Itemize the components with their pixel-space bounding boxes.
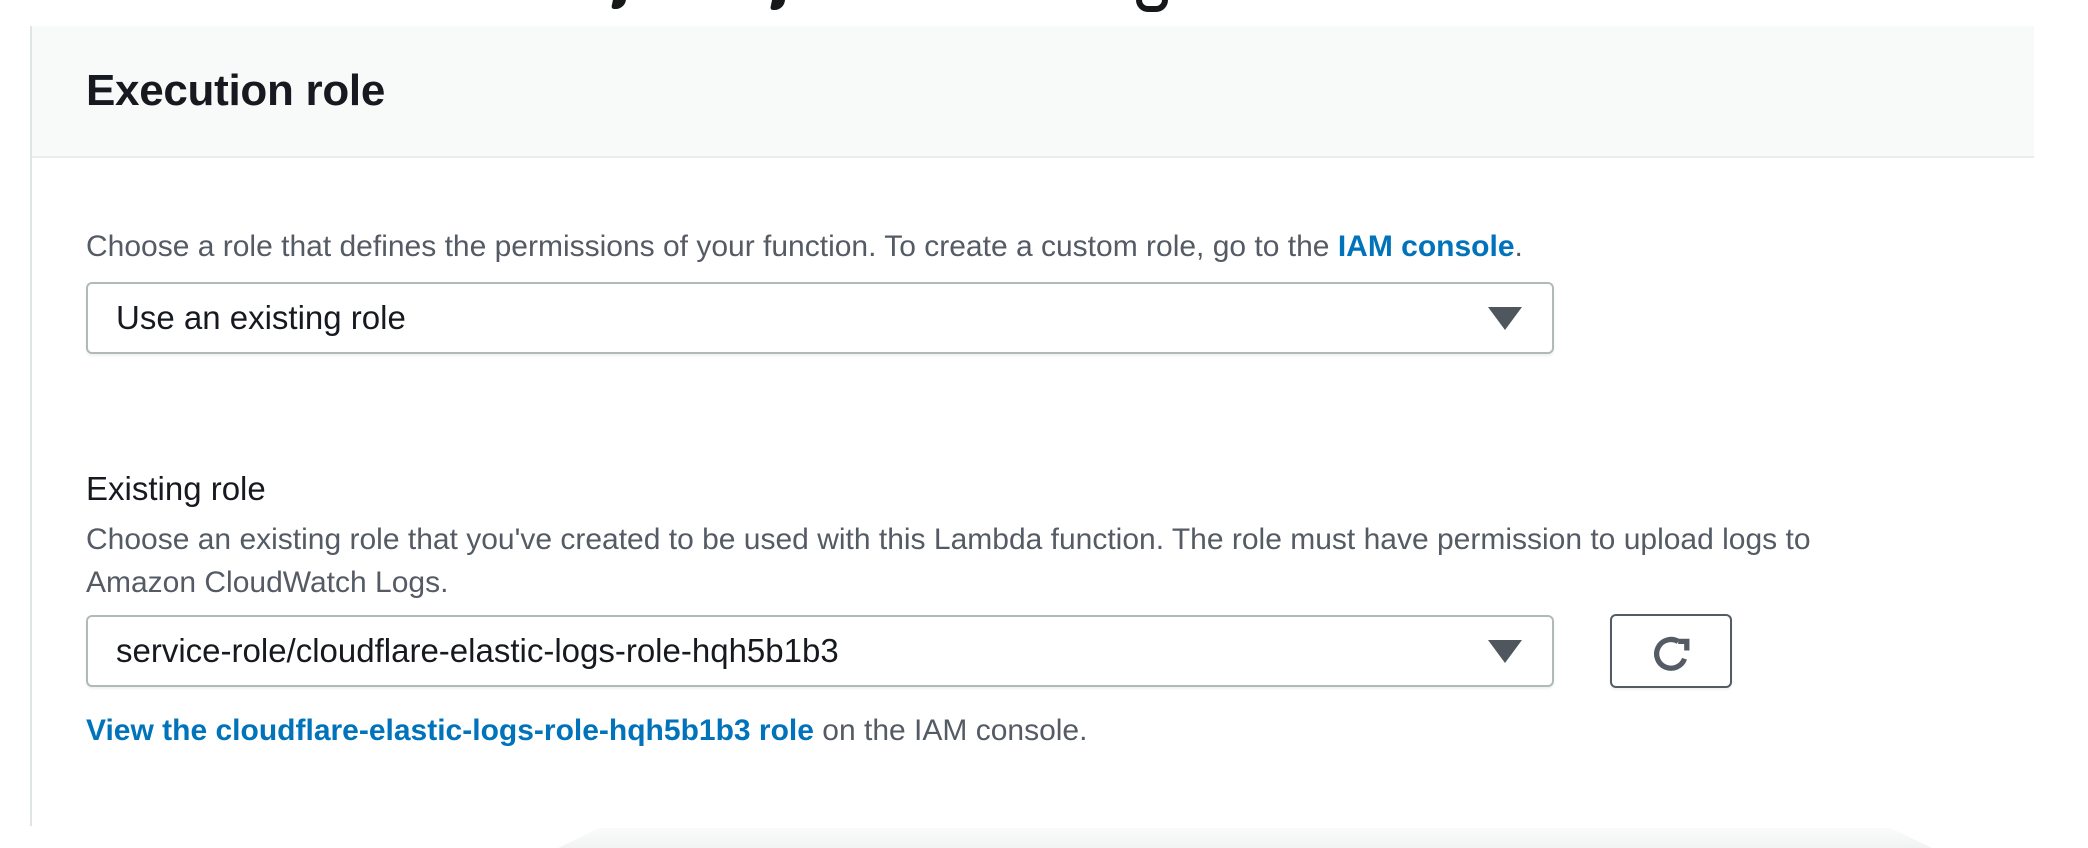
view-role-line: View the cloudflare-elastic-logs-role-hq… <box>86 714 2034 748</box>
existing-role-description: Choose an existing role that you've crea… <box>86 518 2034 604</box>
clipped-text-fragment <box>1136 0 1168 12</box>
execution-role-card: Execution role Choose a role that define… <box>30 26 2034 826</box>
role-source-description-period: . <box>1514 230 1523 263</box>
clipped-text-fragment <box>769 0 786 10</box>
existing-role-select[interactable]: service-role/cloudflare-elastic-logs-rol… <box>86 615 1554 687</box>
page-title: Execution role <box>86 66 385 115</box>
clipped-text-fragment <box>611 0 626 9</box>
existing-role-description-line2: Amazon CloudWatch Logs. <box>86 566 449 599</box>
existing-role-description-line1: Choose an existing role that you've crea… <box>86 523 1811 556</box>
refresh-roles-button[interactable] <box>1610 614 1732 688</box>
role-source-description-text: Choose a role that defines the permissio… <box>86 230 1338 263</box>
view-role-link[interactable]: View the cloudflare-elastic-logs-role-hq… <box>86 714 814 747</box>
existing-role-row: service-role/cloudflare-elastic-logs-rol… <box>86 614 2034 688</box>
role-source-description: Choose a role that defines the permissio… <box>86 228 2034 266</box>
refresh-icon <box>1648 628 1694 674</box>
existing-role-select-value: service-role/cloudflare-elastic-logs-rol… <box>116 632 839 669</box>
role-source-select[interactable]: Use an existing role <box>86 282 1554 354</box>
caret-down-icon <box>1488 640 1522 663</box>
lower-panel-edge <box>558 828 1932 848</box>
view-role-suffix: on the IAM console. <box>813 714 1088 747</box>
existing-role-label: Existing role <box>86 470 266 507</box>
caret-down-icon <box>1488 307 1522 330</box>
card-header: Execution role <box>32 26 2034 158</box>
iam-console-link[interactable]: IAM console <box>1337 230 1515 263</box>
card-body: Choose a role that defines the permissio… <box>32 158 2034 748</box>
role-source-select-value: Use an existing role <box>116 299 406 336</box>
